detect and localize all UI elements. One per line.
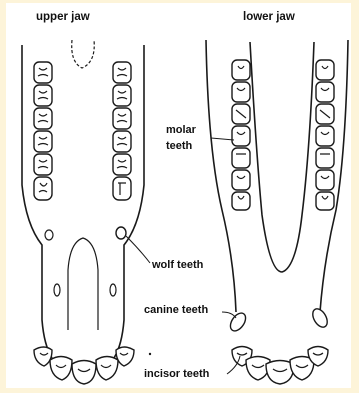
upper-jaw-drawing xyxy=(22,40,144,384)
upper-left-molars xyxy=(34,62,52,200)
lower-right-canine xyxy=(310,306,330,329)
upper-jaw-side-oval-right xyxy=(110,284,116,296)
wolf-tooth xyxy=(116,227,126,239)
wolf-teeth-label: wolf teeth xyxy=(152,259,203,272)
lower-incisors xyxy=(232,347,328,385)
lower-left-molars xyxy=(232,60,250,210)
upper-incisors xyxy=(34,347,134,384)
molar-label-line1: molar xyxy=(166,124,196,137)
lower-jaw-label: lower jaw xyxy=(243,11,295,24)
upper-jaw-palate-opening xyxy=(68,238,98,330)
molar-label-line2: teeth xyxy=(166,140,192,153)
upper-jaw-left-small-oval xyxy=(45,230,53,240)
upper-jaw-label: upper jaw xyxy=(36,11,90,24)
canine-teeth-label: canine teeth xyxy=(144,304,208,317)
upper-right-molars xyxy=(113,62,131,200)
lower-right-molars xyxy=(316,60,334,210)
molar-leader xyxy=(211,138,234,140)
upper-jaw-top-notch xyxy=(72,40,95,68)
wolf-teeth-leader xyxy=(126,236,150,263)
lower-jaw-inner-notch xyxy=(250,42,314,272)
incisor-dot xyxy=(149,353,151,355)
incisor-teeth-label: incisor teeth xyxy=(144,368,209,381)
upper-jaw-side-oval-left xyxy=(54,284,60,296)
lower-jaw-drawing xyxy=(206,40,348,384)
